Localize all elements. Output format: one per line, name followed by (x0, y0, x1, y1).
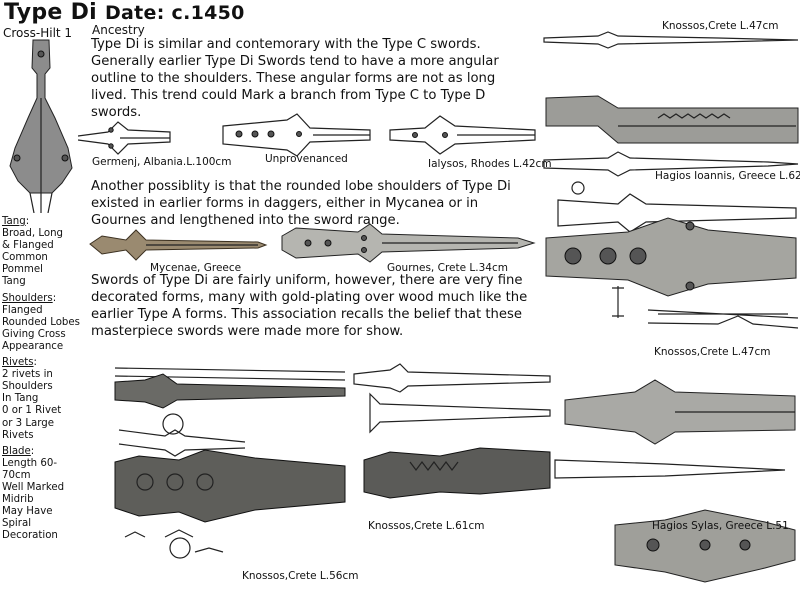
rivets-line: or 3 Large (2, 417, 55, 429)
knossos-56-caption: Knossos,Crete L.56cm (242, 570, 359, 582)
tang-line: Tang (2, 276, 26, 288)
rivets-heading: Rivets (2, 357, 34, 369)
rivets-line: Shoulders (2, 381, 53, 393)
blade-line: May Have (2, 506, 53, 518)
hagios-ioannis-caption: Hagios Ioannis, Greece L.62 (655, 170, 800, 182)
hagios-sylas-caption: Hagios Sylas, Greece L.51 (652, 520, 789, 532)
paragraph-3: Swords of Type Di are fairly uniform, ho… (91, 273, 528, 339)
blade-line: Length 60-70cm (2, 457, 58, 481)
tang-heading: Tang (2, 216, 26, 227)
knossos-61-sword-drawing (353, 363, 551, 499)
knossos-61-caption: Knossos,Crete L.61cm (368, 520, 485, 532)
blade-line: Well Marked Midrib (2, 481, 65, 506)
unprovenanced-hilt-drawing (222, 113, 371, 157)
shoulders-line: Rounded Lobes (2, 316, 80, 328)
tang-line: Common (2, 252, 48, 264)
blade-heading: Blade (2, 445, 31, 457)
mycenae-dagger-drawing (89, 229, 268, 261)
attributes-sidebar: Tang: Broad, Long & Flanged Common Pomme… (2, 216, 82, 546)
blade-block: Blade: Length 60-70cm Well Marked Midrib… (2, 446, 82, 543)
rivets-line: In Tang (2, 393, 39, 405)
lower-right-sword-drawing (554, 379, 796, 583)
ialysos-hilt-drawing (389, 115, 536, 155)
shoulders-line: Flanged (2, 304, 43, 316)
germenj-hilt-drawing (78, 121, 171, 155)
main-sword-drawing (9, 39, 73, 213)
knossos-47-mid-caption: Knossos,Crete L.47cm (654, 346, 771, 358)
shoulders-line: Appearance (2, 340, 64, 352)
shoulders-block: Shoulders: Flanged Rounded Lobes Giving … (2, 293, 82, 353)
germenj-caption: Germenj, Albania.L.100cm (92, 156, 232, 168)
paragraph-1: Type Di is similar and contemorary with … (91, 37, 499, 120)
tang-line: Pommel (2, 264, 43, 276)
tang-line: Broad, Long (2, 228, 64, 240)
type-label: Type Di (4, 0, 97, 25)
ialysos-caption: Ialysos, Rhodes L.42cm (428, 158, 552, 170)
rivets-line: Rivets (2, 429, 34, 441)
gournes-dagger-drawing (281, 223, 536, 263)
blade-line: Spiral Decoration (2, 518, 58, 542)
mycenae-caption: Mycenae, Greece (150, 262, 242, 274)
subtitle: Cross-Hilt 1 (3, 26, 73, 40)
unprovenanced-caption: Unprovenanced (265, 153, 348, 165)
ancestry-label: Ancestry (92, 23, 145, 37)
right-column-drawings (543, 31, 799, 329)
page-title: Type Di Date: c.1450 (4, 0, 245, 25)
knossos-56-sword-drawing (114, 367, 346, 559)
gournes-caption: Gournes, Crete L.34cm (387, 262, 508, 274)
shoulders-heading: Shoulders (2, 292, 53, 304)
tang-line: & Flanged (2, 240, 54, 252)
rivets-block: Rivets: 2 rivets in Shoulders In Tang 0 … (2, 357, 82, 442)
shoulders-line: Giving Cross (2, 328, 66, 340)
paragraph-2: Another possiblity is that the rounded l… (91, 179, 511, 228)
knossos-47-top-caption: Knossos,Crete L.47cm (662, 20, 779, 32)
rivets-line: 2 rivets in (2, 369, 53, 381)
rivets-line: 0 or 1 Rivet (2, 405, 62, 417)
date-label: Date: c.1450 (104, 2, 245, 24)
tang-block: Tang: Broad, Long & Flanged Common Pomme… (2, 216, 82, 289)
